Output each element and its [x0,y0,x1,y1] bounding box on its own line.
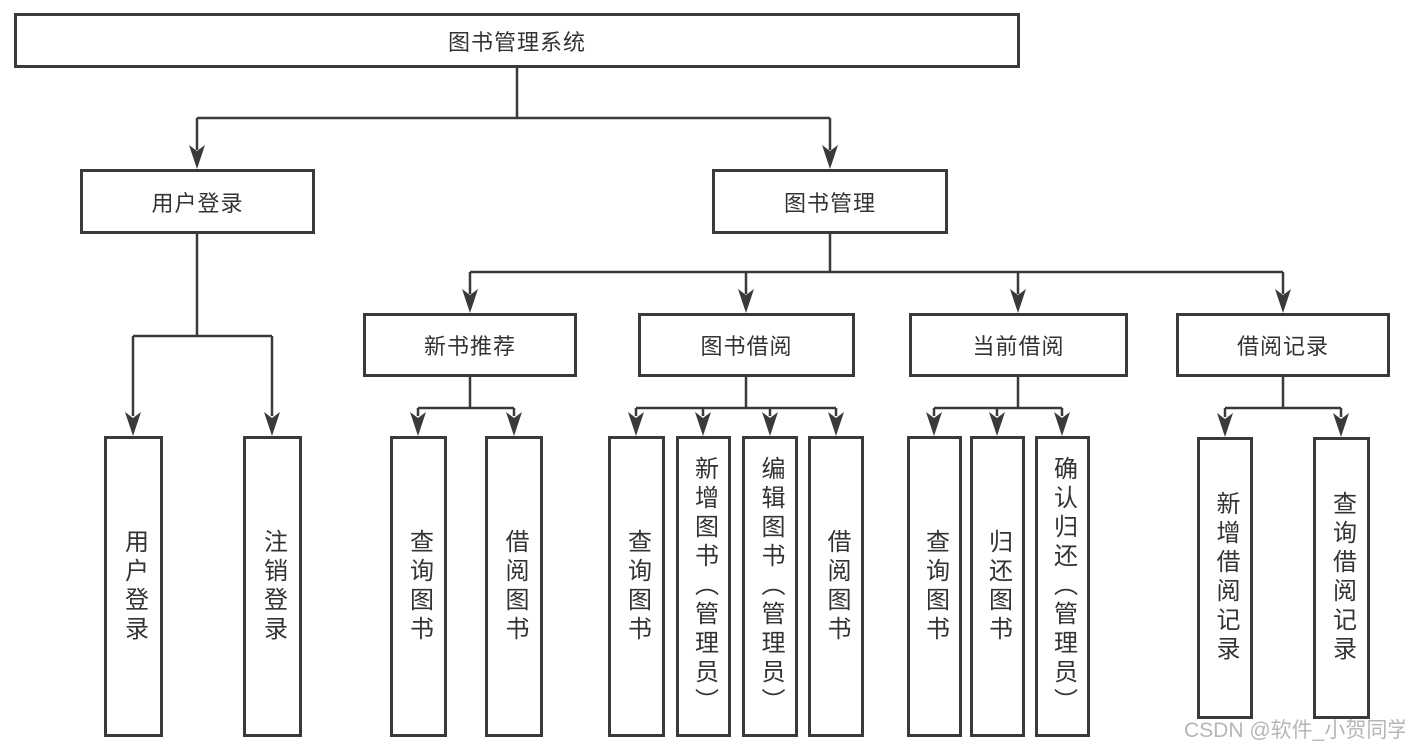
leaf-logout: 注销登录 [243,436,302,737]
leaf-current-query-book: 查询图书 [907,436,962,737]
node-user-login-label: 用户登录 [151,190,244,216]
node-root-label: 图书管理系统 [447,29,586,55]
leaf-edit-book-admin: 编辑图书（管理员） [742,436,798,737]
leaf-add-borrow-record: 新增借阅记录 [1197,437,1253,719]
leaf-add-borrow-record-label: 新增借阅记录 [1212,491,1239,665]
leaf-query-borrow-record-label: 查询借阅记录 [1328,491,1356,665]
leaf-confirm-return-admin-label: 确认归还（管理员） [1049,456,1077,717]
leaf-user-login: 用户登录 [104,436,163,737]
csdn-watermark: CSDN @软件_小贺同学 [1184,719,1405,742]
leaf-confirm-return-admin: 确认归还（管理员） [1035,436,1090,737]
leaf-borrow-query-book-label: 查询图书 [623,528,651,645]
node-book-borrow: 图书借阅 [638,313,855,377]
leaf-current-query-book-label: 查询图书 [921,528,949,645]
node-root: 图书管理系统 [14,13,1020,68]
leaf-return-book: 归还图书 [970,436,1025,737]
node-user-login: 用户登录 [80,169,315,234]
node-borrow-record: 借阅记录 [1176,313,1390,377]
leaf-recommend-borrow-book: 借阅图书 [485,436,543,737]
leaf-borrow-book-label: 借阅图书 [823,528,850,645]
leaf-recommend-query-book: 查询图书 [390,436,447,737]
leaf-recommend-borrow-book-label: 借阅图书 [501,528,528,645]
node-current-borrow: 当前借阅 [909,313,1128,377]
node-current-borrow-label: 当前借阅 [972,334,1065,359]
leaf-add-book-admin: 新增图书（管理员） [676,436,731,737]
leaf-return-book-label: 归还图书 [984,528,1012,645]
leaf-query-borrow-record: 查询借阅记录 [1313,437,1370,719]
node-book-management-label: 图书管理 [783,190,876,216]
leaf-user-login-label: 用户登录 [120,528,148,645]
leaf-edit-book-admin-label: 编辑图书（管理员） [757,456,784,717]
leaf-borrow-book: 借阅图书 [808,436,864,737]
node-book-management: 图书管理 [712,169,948,234]
node-new-book-recommend: 新书推荐 [363,313,577,377]
leaf-borrow-query-book: 查询图书 [608,436,665,737]
leaf-add-book-admin-label: 新增图书（管理员） [690,456,718,717]
leaf-recommend-query-book-label: 查询图书 [405,528,433,645]
leaf-logout-label: 注销登录 [259,528,287,645]
arrowheads [125,145,1349,437]
node-new-book-recommend-label: 新书推荐 [423,334,516,359]
node-book-borrow-label: 图书借阅 [700,334,793,359]
node-borrow-record-label: 借阅记录 [1236,334,1329,359]
